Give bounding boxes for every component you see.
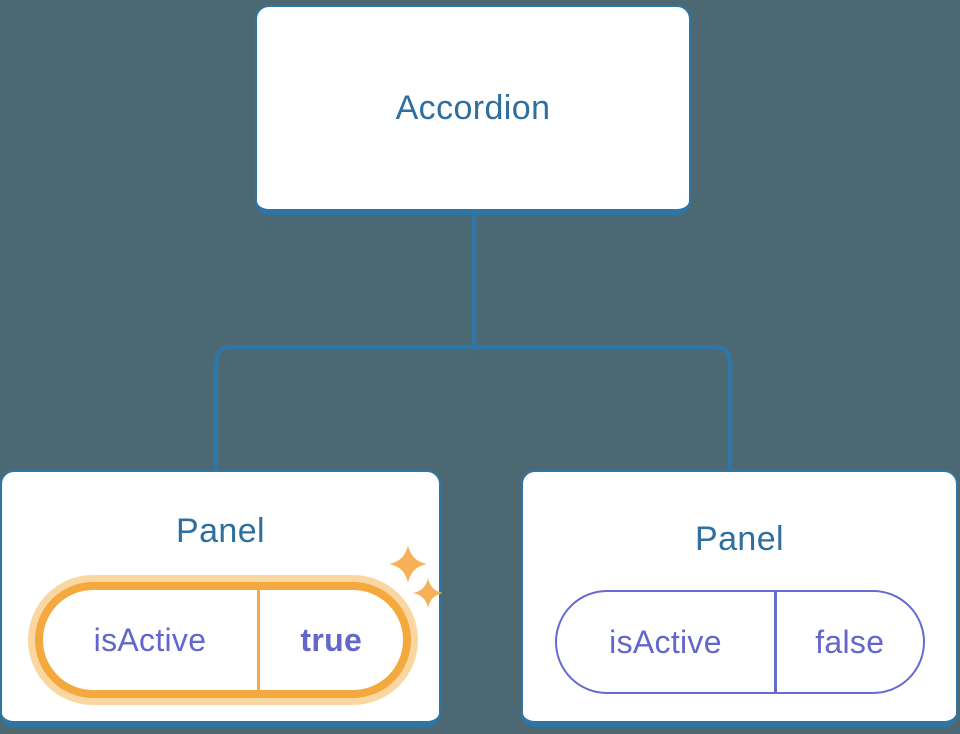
state-value: true (300, 621, 363, 658)
panel-node-title: Panel (695, 520, 784, 558)
accordion-node-label: Accordion (395, 88, 551, 127)
pill-divider (257, 590, 260, 690)
state-value: false (815, 623, 885, 660)
state-pill-active: isActive true (35, 582, 411, 698)
accordion-node: Accordion (255, 5, 691, 215)
panel-node-active: Panel isActive true (0, 470, 443, 727)
panel-node-title: Panel (176, 512, 265, 550)
pill-divider (774, 592, 777, 692)
panel-node-inactive: Panel isActive false (521, 470, 958, 727)
sparkles-icon (389, 545, 443, 608)
state-pill-inactive: isActive false (555, 590, 925, 694)
state-key: isActive (93, 621, 207, 658)
state-key: isActive (609, 623, 722, 660)
